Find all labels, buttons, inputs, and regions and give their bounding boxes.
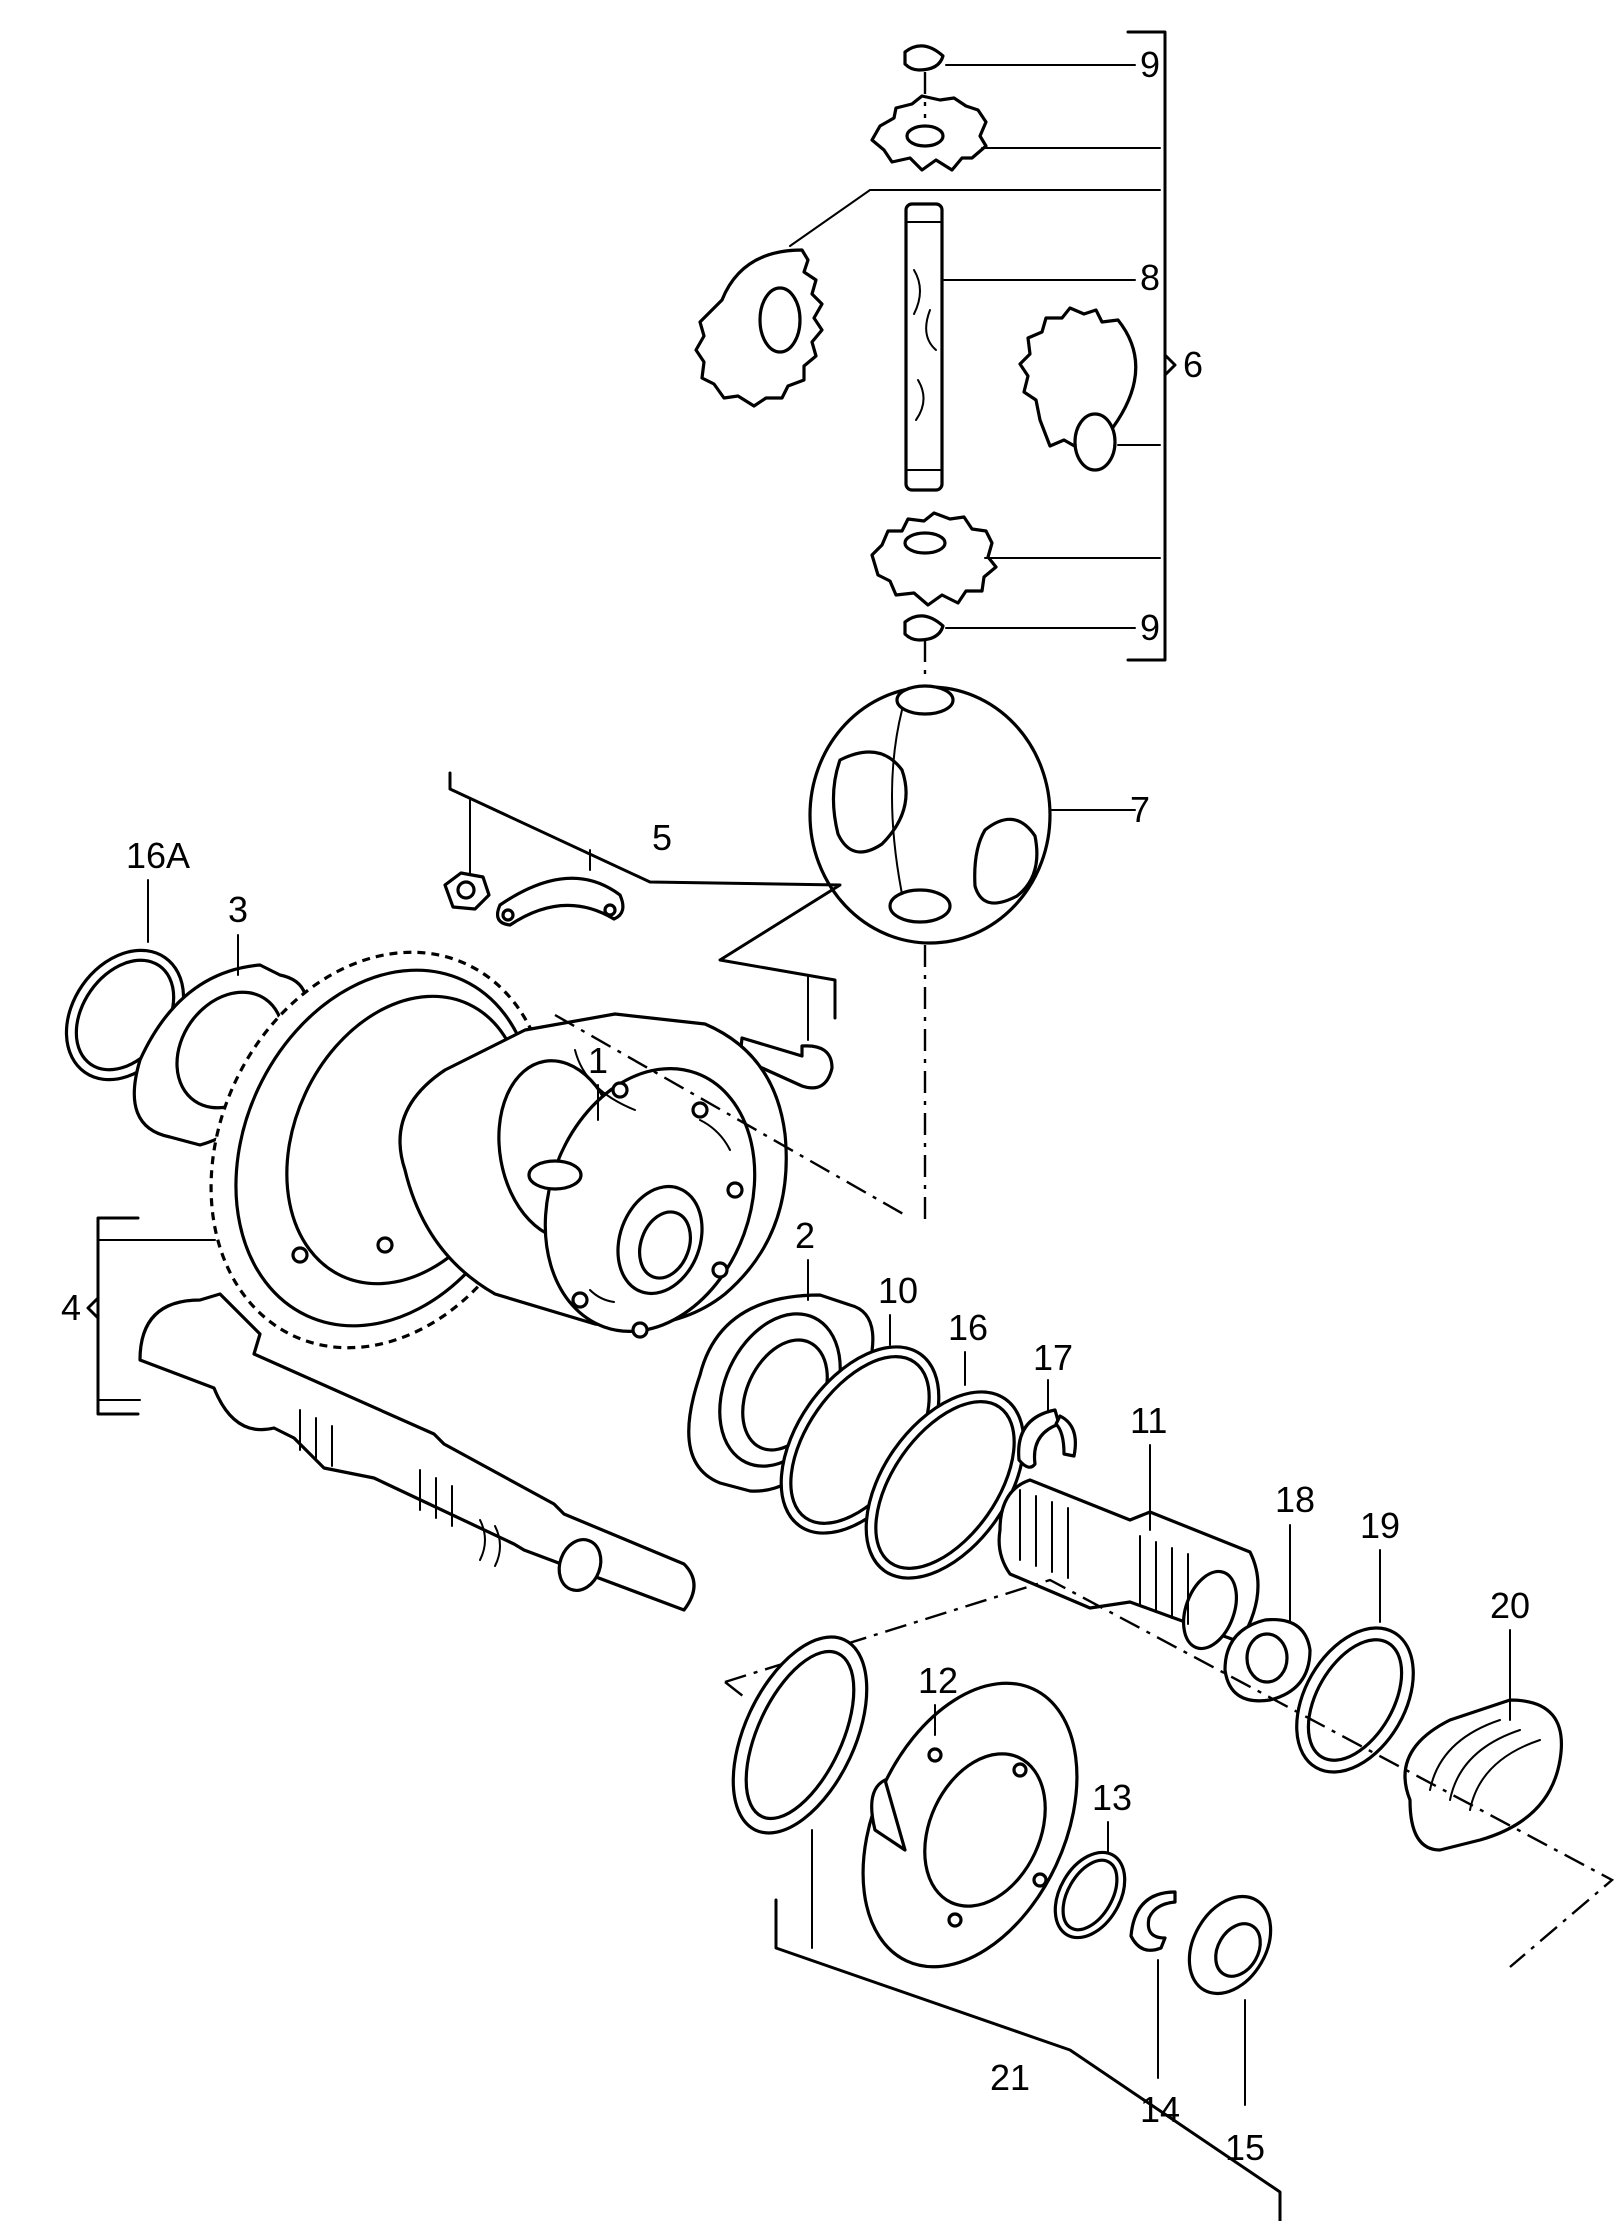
label-8: 8: [1140, 257, 1160, 298]
differential-housing: [398, 1012, 788, 1339]
side-gear-left: [694, 189, 1161, 408]
bracket-21: [774, 1898, 1282, 2224]
side-gear-right: [1018, 306, 1161, 472]
locking-plate: [496, 849, 625, 927]
label-15: 15: [1225, 2127, 1265, 2168]
cap: [1187, 1894, 1273, 2106]
differential-cage: [808, 684, 1136, 945]
label-11: 11: [1130, 1400, 1167, 1441]
label-2: 2: [795, 1215, 815, 1256]
label-14: 14: [1140, 2089, 1180, 2130]
label-16: 16: [948, 1307, 988, 1348]
label-1: 1: [588, 1040, 608, 1081]
nut: [443, 799, 491, 911]
circlip-top: [903, 44, 1136, 72]
label-19: 19: [1360, 1505, 1400, 1546]
circlip-bottom: [903, 614, 1136, 642]
circlip-17: [1017, 1379, 1077, 1469]
flange-12: [861, 1681, 1079, 1969]
spring: [1403, 1629, 1563, 1852]
label-12: 12: [918, 1660, 958, 1701]
flange-shaft: [997, 1444, 1260, 1651]
label-9-top: 9: [1140, 44, 1160, 85]
label-21: 21: [990, 2057, 1030, 2098]
circlip-14: [1129, 1890, 1177, 2079]
label-13: 13: [1092, 1777, 1132, 1818]
label-17: 17: [1033, 1337, 1073, 1378]
label-5: 5: [652, 817, 672, 858]
drive-shaft: [138, 1292, 696, 1612]
labels: 9 8 6 9 7 5 16A 3 1 2 10 4 16 17 11 18 1…: [61, 44, 1530, 2168]
ring-13: [1053, 1821, 1127, 1940]
label-7: 7: [1130, 789, 1150, 830]
oil-seal: [731, 1635, 869, 1949]
label-16a: 16A: [126, 835, 190, 876]
label-20: 20: [1490, 1585, 1530, 1626]
slotted-nut: [1223, 1524, 1312, 1703]
pinion-gear-top: [870, 94, 1161, 172]
label-18: 18: [1275, 1479, 1315, 1520]
label-3: 3: [228, 889, 248, 930]
pinion-gear-bottom: [870, 511, 1161, 607]
bracket-4: [86, 1216, 216, 1416]
label-4: 4: [61, 1287, 81, 1328]
label-9-bottom: 9: [1140, 607, 1160, 648]
ring-16: [864, 1351, 1026, 1580]
ring-19: [1295, 1549, 1415, 1774]
bracket-6: [1126, 30, 1177, 662]
bracket-5: [448, 771, 842, 1020]
pinion-shaft: [904, 202, 1136, 492]
bolt: [738, 974, 834, 1090]
label-10: 10: [878, 1270, 918, 1311]
label-6: 6: [1183, 344, 1203, 385]
